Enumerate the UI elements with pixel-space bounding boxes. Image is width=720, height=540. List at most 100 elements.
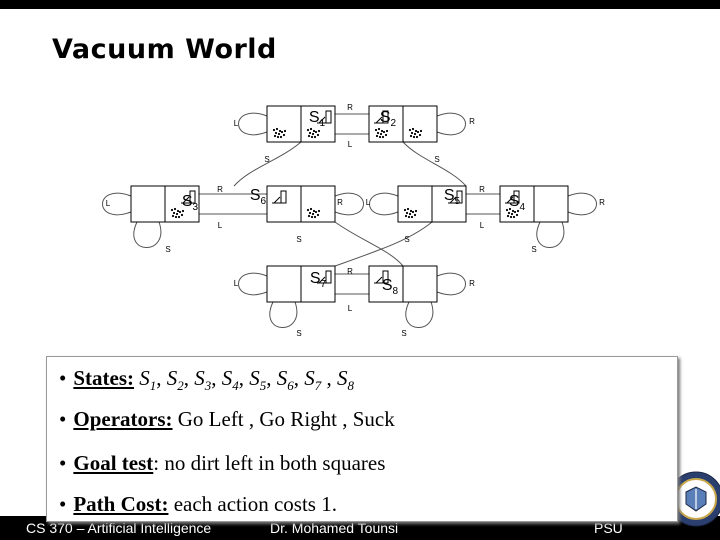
dirt-icon [374,127,389,139]
action-suck-label: S [264,155,269,164]
action-suck-label: S [404,235,409,244]
state-subscript: 1 [149,378,157,394]
state-label-s5: S5 [444,187,461,207]
state-symbol: S [221,366,233,390]
dirt-icon [306,127,321,139]
dirt-icon [272,127,287,139]
action-right-label: R [337,198,343,207]
state-label-sub: 1 [320,118,326,129]
state-symbol: S [194,366,205,390]
state-subscript: 5 [259,378,267,394]
bullet-icon: • [59,492,67,516]
state-subscript: 6 [287,378,294,394]
action-suck-label: S [296,329,301,338]
bullet-icon: • [59,407,67,431]
state-label-s7: S7 [310,270,327,290]
state-separator: , [238,366,250,390]
vacuum-icon [181,190,196,204]
state-symbol: S [166,366,178,390]
state-label-letter: S [250,187,261,204]
state-label-s6: S6 [250,187,267,207]
vacuum-icon [448,190,463,204]
state-separator: , [211,366,222,390]
state-symbol: S [139,366,150,390]
cost-text: each action costs 1. [168,492,337,516]
state-separator: , [156,366,167,390]
state-label-sub: 4 [520,202,526,213]
state-separator: , [293,366,305,390]
state-subscript: 7 [314,378,322,394]
bullet-icon: • [59,366,67,390]
goal-line: •Goal test: no dirt left in both squares [59,451,385,476]
action-right-label: R [347,103,353,112]
footer-author: Dr. Mohamed Tounsi [270,520,399,536]
state-label-s1: S1 [309,109,326,129]
cost-line: •Path Cost: each action costs 1. [59,492,337,517]
state-subscript: 4 [232,378,239,394]
action-right-label: R [469,279,475,288]
action-right-label: R [469,117,475,126]
state-label-letter: S [380,109,391,126]
dirt-icon [306,207,321,219]
action-left-label: L [480,221,485,230]
action-suck-label: S [401,329,406,338]
state-label-s4: S4 [509,193,526,213]
goal-label: Goal test [73,451,154,475]
state-label-letter: S [182,193,193,210]
state-label-sub: 7 [321,279,327,290]
state-label-letter: S [444,187,455,204]
action-left-label: L [348,304,353,313]
state-symbol: S [337,366,348,390]
state-symbol: S [276,366,288,390]
state-label-letter: S [310,270,321,287]
bullet-icon: • [59,451,67,475]
operators-label: Operators: [73,407,173,431]
state-label-letter: S [509,193,520,210]
dirt-icon [505,207,520,219]
action-left-label: L [218,221,223,230]
state-subscript: 2 [177,378,184,394]
cost-label: Path Cost: [73,492,169,516]
operators-line: •Operators: Go Left , Go Right , Suck [59,407,395,432]
state-label-s8: S8 [382,277,399,297]
states-line: •States: S1, S2, S3, S4, S5, S6, S7 , S8 [59,366,354,394]
state-separator: , [266,366,277,390]
action-suck-label: S [434,155,439,164]
state-subscript: 3 [204,378,212,394]
action-left-label: L [106,199,111,208]
action-left-label: L [366,198,371,207]
action-suck-label: S [165,245,170,254]
state-label-sub: 2 [391,118,397,129]
action-left-label: L [348,140,353,149]
states-list: S1, S2, S3, S4, S5, S6, S7 , S8 [139,366,354,394]
footer-course: CS 370 – Artificial Intelligence [26,520,212,536]
vacuum-icon [317,270,332,284]
state-separator: , [321,366,338,390]
state-label-sub: 5 [455,196,461,207]
footer-school: PSU [594,520,623,536]
state-label-letter: S [382,277,393,294]
action-left-label: L [234,119,239,128]
action-suck-label: S [296,235,301,244]
vacuum-icon [317,110,332,124]
states-label: States: [73,366,135,390]
definitions-box: •States: S1, S2, S3, S4, S5, S6, S7 , S8… [46,356,678,522]
action-suck-label: S [531,245,536,254]
dirt-icon [403,207,418,219]
action-left-label: L [234,279,239,288]
state-symbol: S [249,366,260,390]
vacuum-icon [505,190,520,204]
top-bar [0,0,720,9]
vacuum-icon [272,190,287,204]
action-right-label: R [347,267,353,276]
state-separator: , [183,366,195,390]
action-right-label: R [599,198,605,207]
state-label-sub: 6 [261,196,267,207]
state-label-letter: S [309,109,320,126]
slide-title: Vacuum World [52,34,277,65]
university-seal-icon [668,471,720,527]
dirt-icon [170,207,185,219]
goal-text: : no dirt left in both squares [153,451,386,475]
action-right-label: R [479,185,485,194]
